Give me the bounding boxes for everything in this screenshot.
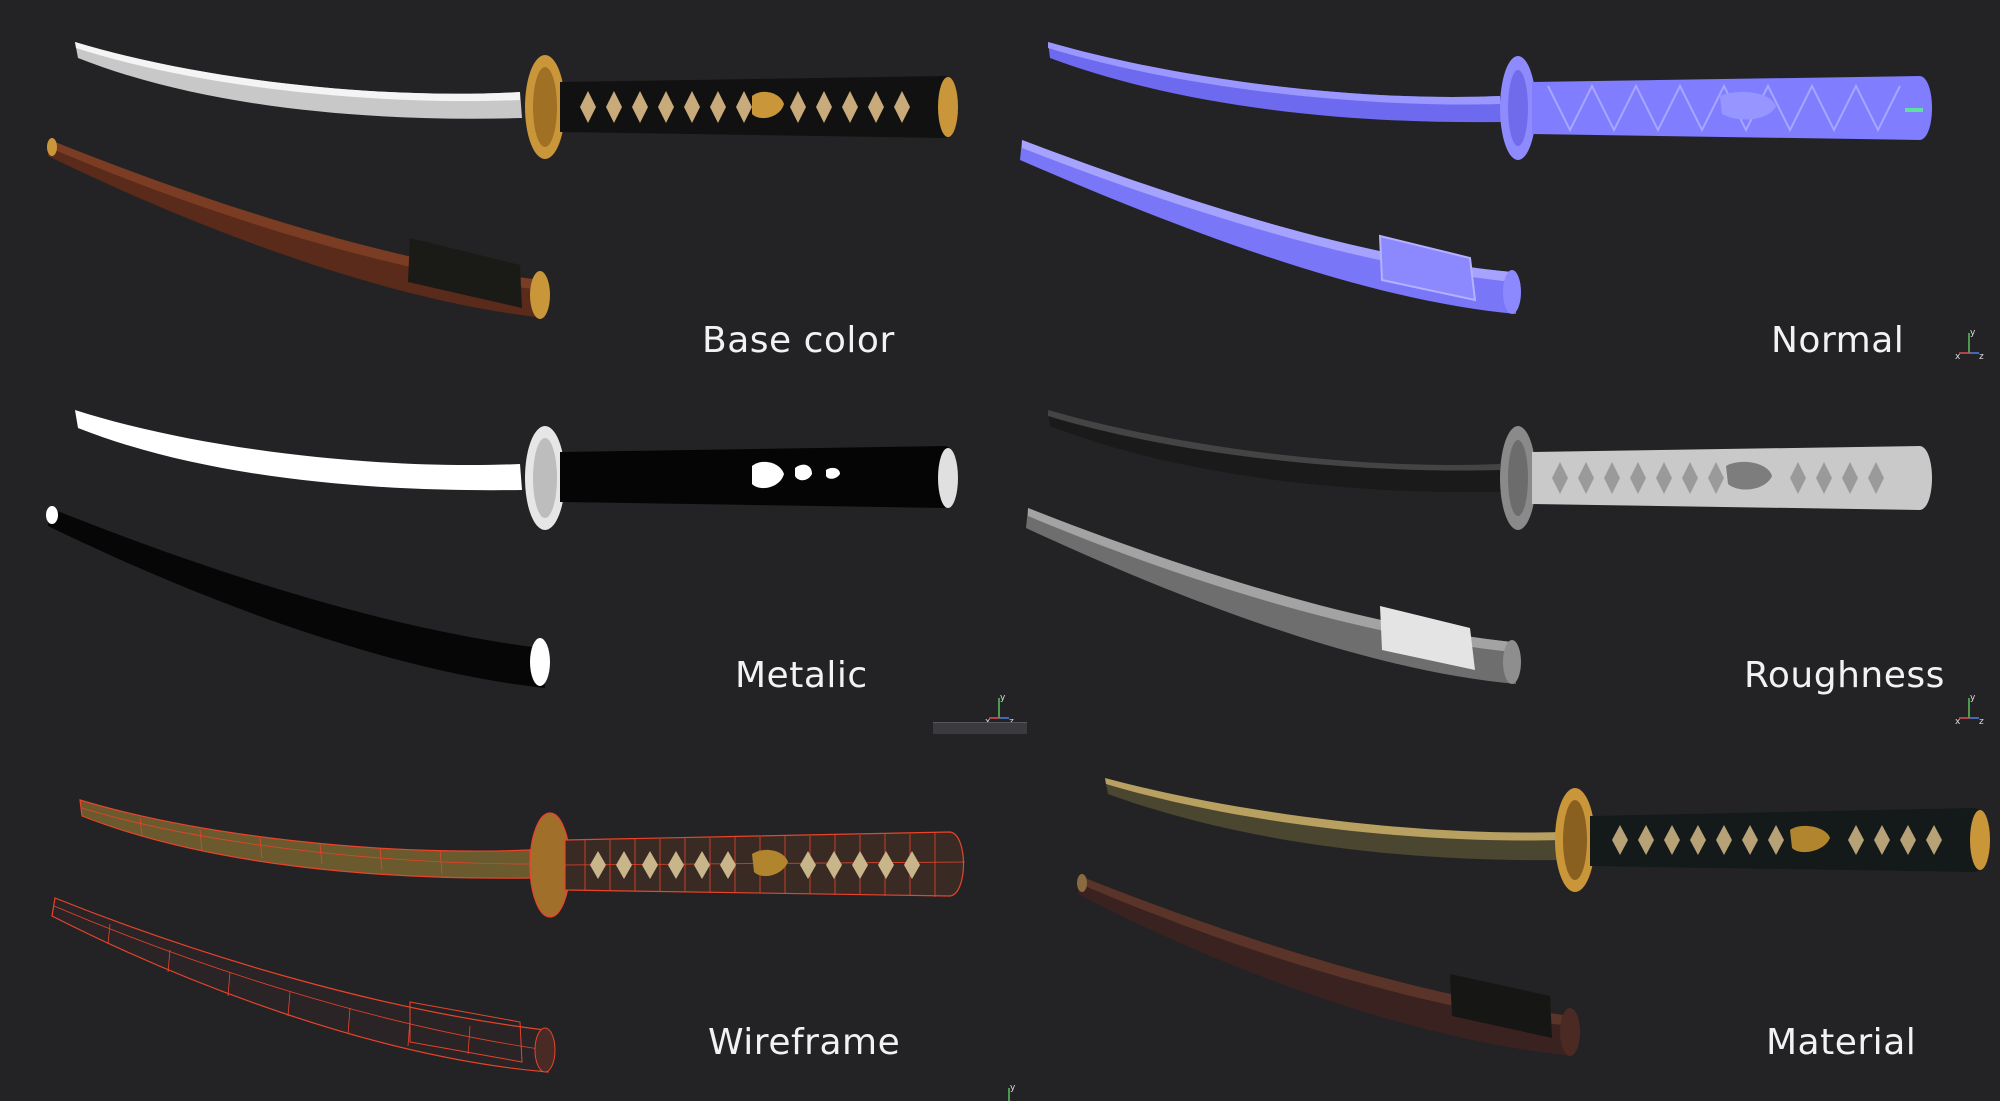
- label-roughness: Roughness: [1744, 655, 1945, 696]
- panel-wireframe[interactable]: [0, 740, 1000, 1101]
- svg-text:x: x: [985, 717, 991, 726]
- svg-text:y: y: [1970, 693, 1976, 703]
- svg-text:y: y: [1010, 1083, 1016, 1093]
- metalic-katana-render: [46, 410, 958, 688]
- svg-text:z: z: [1979, 717, 1984, 726]
- svg-text:x: x: [1955, 352, 1961, 361]
- roughness-katana-render: [1026, 410, 1932, 684]
- label-wireframe: Wireframe: [708, 1022, 901, 1063]
- panel-normal[interactable]: [1000, 0, 2000, 360]
- svg-text:z: z: [1009, 717, 1014, 726]
- axis-gizmo-icon: y x z: [1955, 692, 1989, 726]
- axis-gizmo-icon: y x z: [1955, 327, 1989, 361]
- panel-roughness[interactable]: [1000, 370, 2000, 730]
- material-katana-render: [1077, 778, 1990, 1056]
- wireframe-katana-render: [51, 799, 966, 1073]
- panel-base-color[interactable]: [0, 0, 1000, 360]
- panel-material[interactable]: [1000, 740, 2000, 1101]
- base-color-katana-render: [47, 42, 958, 319]
- svg-text:y: y: [1970, 328, 1976, 338]
- axis-gizmo-icon: y x z: [985, 692, 1019, 726]
- label-metalic: Metalic: [735, 655, 868, 696]
- svg-text:z: z: [1979, 352, 1984, 361]
- axis-gizmo-icon: y: [995, 1082, 1029, 1101]
- viewport-toolbar-strip[interactable]: [933, 722, 1027, 734]
- svg-text:x: x: [1955, 717, 1961, 726]
- normal-katana-render: [1020, 42, 1932, 314]
- label-material: Material: [1766, 1022, 1917, 1063]
- svg-text:y: y: [1000, 693, 1006, 703]
- label-normal: Normal: [1771, 320, 1905, 361]
- label-base-color: Base color: [702, 320, 895, 361]
- panel-metalic[interactable]: [0, 370, 1000, 730]
